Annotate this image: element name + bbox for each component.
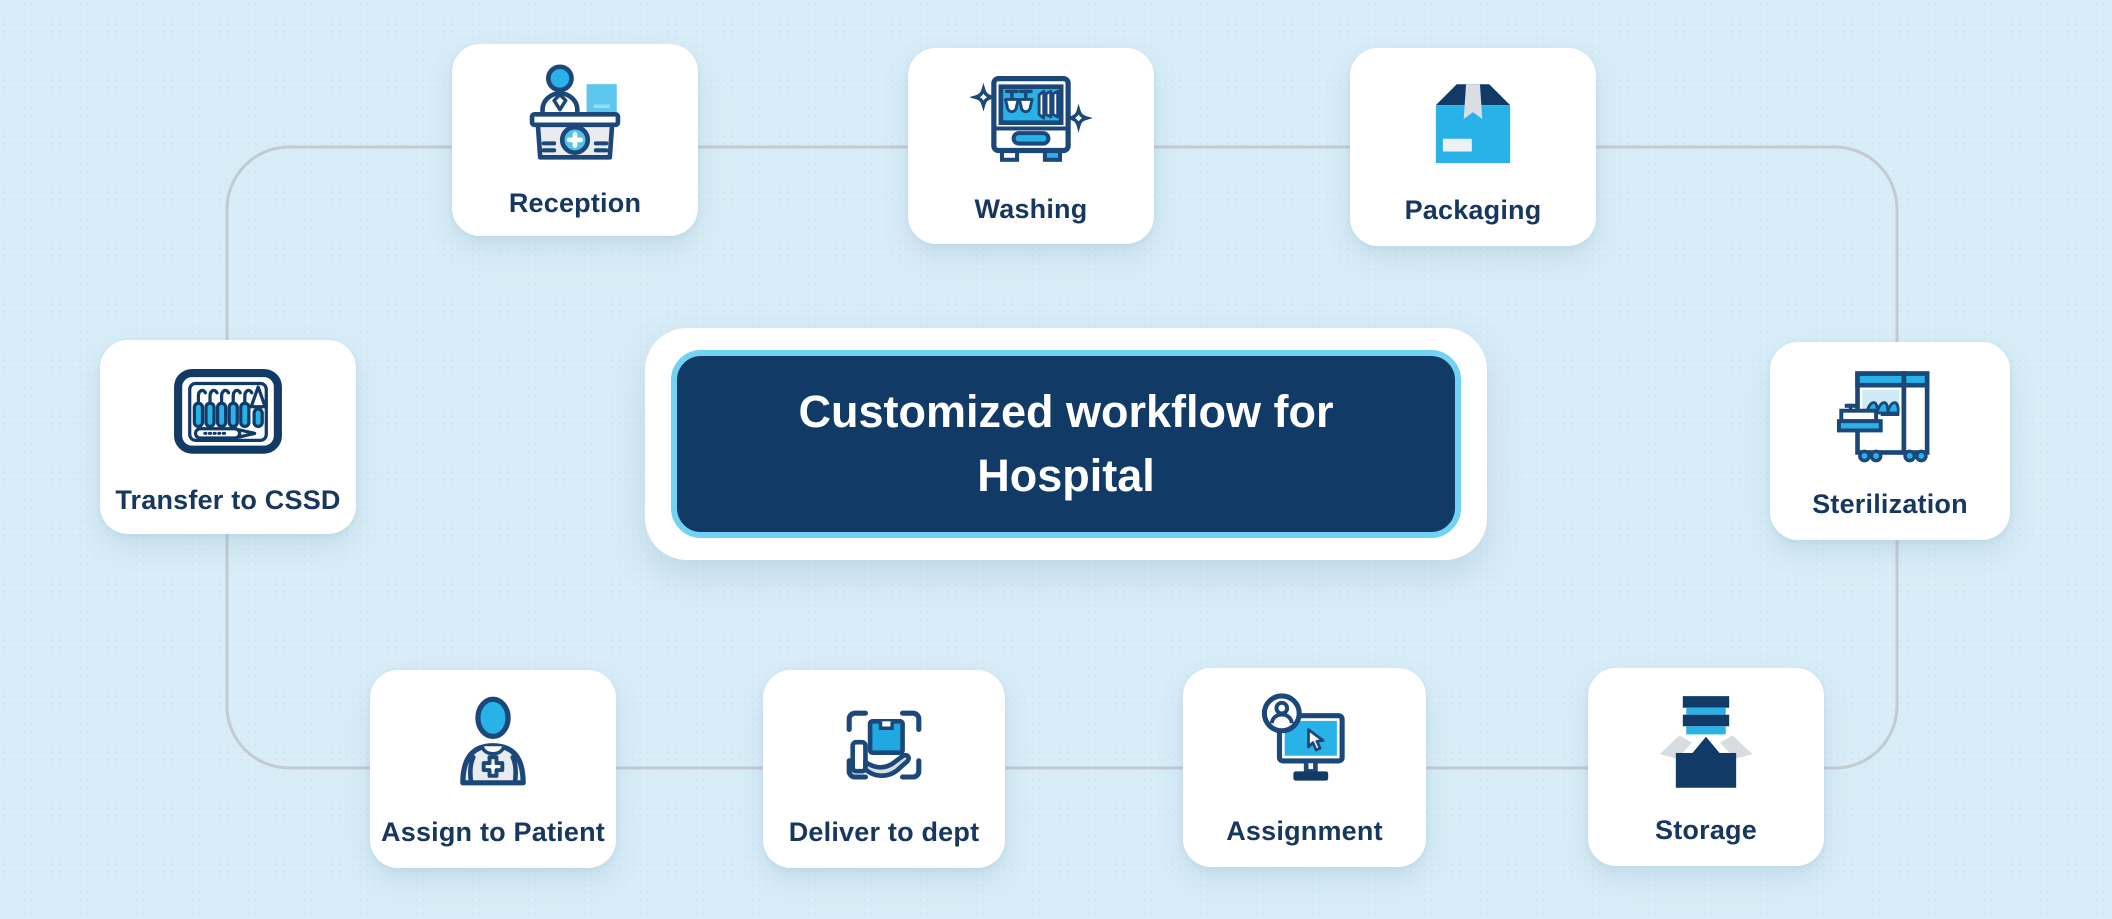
dishwasher-icon: [970, 76, 1092, 162]
workflow-title-container: Customized workflow for Hospital: [645, 328, 1487, 560]
node-card-deliver-to-dept: Deliver to dept: [763, 670, 1005, 868]
workflow-title-box: Customized workflow for Hospital: [671, 350, 1461, 538]
medical-staff-icon: [460, 696, 526, 786]
node-label-packaging: Packaging: [1404, 195, 1542, 226]
node-card-storage: Storage: [1588, 668, 1824, 866]
node-card-packaging: Packaging: [1350, 48, 1596, 246]
node-label-assignment: Assignment: [1226, 815, 1383, 846]
reception-desk-icon: [529, 64, 621, 160]
storage-box-icon: [1659, 696, 1753, 788]
hand-delivery-box-icon: [846, 710, 922, 780]
node-label-storage: Storage: [1655, 815, 1757, 846]
instrument-tray-icon: [174, 369, 282, 454]
node-label-reception: Reception: [508, 188, 642, 219]
node-card-assignment: Assignment: [1183, 668, 1426, 867]
node-card-transfer-to-cssd: Transfer to CSSD: [100, 340, 356, 534]
node-card-washing: Washing: [908, 48, 1154, 244]
monitor-user-cursor-icon: [1261, 693, 1345, 781]
node-label-sterilization: Sterilization: [1812, 489, 1968, 520]
node-card-sterilization: Sterilization: [1770, 342, 2010, 540]
node-label-washing: Washing: [974, 194, 1088, 225]
sterilizer-machine-icon: [1836, 371, 1930, 463]
workflow-title: Customized workflow for Hospital: [798, 386, 1334, 501]
node-card-assign-to-patient: Assign to Patient: [370, 670, 616, 868]
package-box-icon: [1435, 84, 1511, 164]
node-label-transfer-to-cssd: Transfer to CSSD: [115, 485, 341, 516]
node-card-reception: Reception: [452, 44, 698, 236]
node-label-assign-to-patient: Assign to Patient: [381, 817, 605, 848]
node-label-deliver-to-dept: Deliver to dept: [788, 817, 980, 848]
